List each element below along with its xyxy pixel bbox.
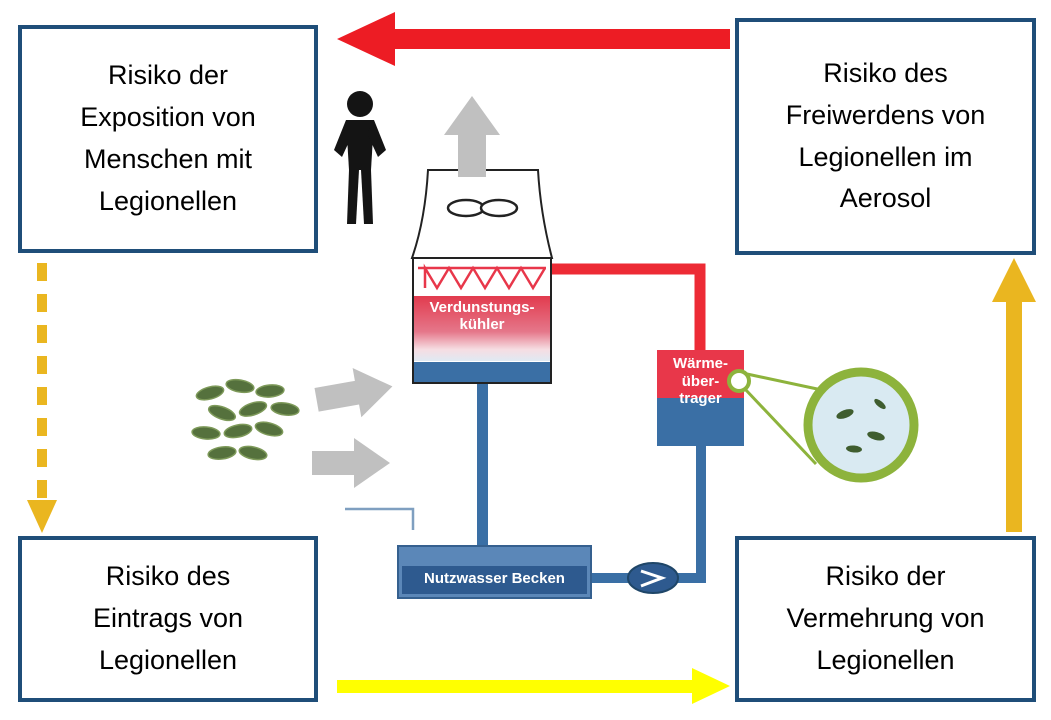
dashed-down-arrow-head: [27, 500, 57, 533]
entry-arrow-bottom: [312, 438, 390, 488]
legionella-bacteria-icon: [874, 398, 886, 410]
risk-box-vermehrung: Risiko der Vermehrung von Legionellen: [735, 536, 1036, 702]
pump-arrow-glyph: [640, 569, 667, 588]
red-release-arrow: [337, 12, 730, 66]
risk-box-freiwerden: Risiko des Freiwerdens von Legionellen i…: [735, 18, 1036, 255]
risk-box-eintrag-text: Risiko des Eintrags von Legionellen: [92, 561, 244, 675]
cooling-tower-fan-icon: [479, 198, 519, 218]
risk-box-exposition: Risiko der Exposition von Menschen mit L…: [18, 25, 318, 253]
legionella-bacteria-icon: [270, 401, 300, 417]
cold-water-pipe: [477, 383, 488, 548]
risk-box-vermehrung-text: Risiko der Vermehrung von Legionellen: [786, 561, 985, 675]
legionella-bacteria-icon: [836, 409, 854, 419]
risk-box-freiwerden-text: Risiko des Freiwerdens von Legionellen i…: [785, 57, 986, 214]
legionella-bacteria-icon: [191, 426, 221, 440]
magnifier-source-point: [727, 369, 751, 393]
cooling-tower-fan-icon: [446, 198, 486, 218]
legionella-bacteria-icon: [254, 421, 284, 437]
person-head: [347, 91, 373, 117]
gold-up-arrow: [992, 258, 1036, 532]
bacteria-cluster: [191, 378, 300, 461]
person-left-arm: [334, 120, 353, 157]
cooler-gradient-band: [414, 296, 550, 361]
person-torso: [346, 120, 374, 170]
basin-label-band: [402, 566, 587, 594]
legionella-bacteria-icon: [207, 404, 237, 422]
makeup-water-line: [345, 507, 415, 530]
pump-icon: [627, 562, 679, 594]
legionella-bacteria-icon: [846, 445, 862, 453]
legionella-bacteria-icon: [195, 385, 225, 401]
person-right-arm: [367, 120, 386, 157]
legionella-bacteria-icon: [238, 445, 268, 461]
entry-arrow-top: [314, 368, 393, 418]
cooling-tower-shell: [410, 169, 554, 259]
risk-box-exposition-text: Risiko der Exposition von Menschen mit L…: [80, 60, 256, 216]
legionella-bacteria-icon: [207, 445, 237, 461]
legionella-bacteria-icon: [225, 378, 255, 394]
legionella-bacteria-icon: [255, 384, 285, 398]
legionella-bacteria-icon: [223, 423, 253, 439]
person-right-leg: [361, 170, 373, 224]
yellow-right-arrow: [337, 668, 730, 704]
magnified-bacteria-group: [836, 398, 886, 453]
cooler-blue-strip: [414, 362, 550, 382]
magnifier-callout-line: [743, 387, 818, 466]
heat-exchanger-cold-side: [657, 398, 744, 446]
person-silhouette-icon: [334, 91, 386, 224]
person-left-leg: [347, 170, 359, 224]
legionella-bacteria-icon: [867, 431, 885, 441]
pump-pipe: [591, 446, 706, 583]
hot-water-pipe: [549, 263, 706, 350]
legionella-bacteria-icon: [238, 401, 268, 417]
magnified-legionella-icon: [803, 367, 919, 483]
aerosol-up-arrow: [444, 96, 500, 177]
spray-nozzles-icon: [423, 263, 547, 291]
magnifier-callout-line: [746, 372, 823, 392]
risk-box-eintrag: Risiko des Eintrags von Legionellen: [18, 536, 318, 702]
